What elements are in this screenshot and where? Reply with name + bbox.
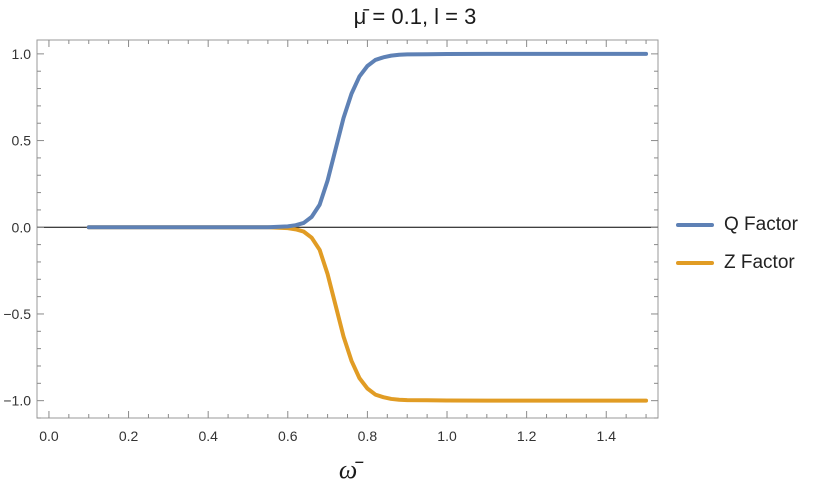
x-tick-label: 0.6 xyxy=(278,428,298,444)
legend-swatch-q-factor xyxy=(676,223,714,227)
legend-swatch-z-factor xyxy=(676,261,714,265)
y-tick-label: 0.5 xyxy=(12,133,32,149)
x-tick-label: 1.4 xyxy=(597,428,617,444)
legend-label-z-factor: Z Factor xyxy=(724,252,795,273)
legend: Q Factor Z Factor xyxy=(676,206,826,282)
legend-item-q-factor: Q Factor xyxy=(676,206,826,244)
x-tick-label: 1.0 xyxy=(437,428,457,444)
y-tick-label: 0.0 xyxy=(12,219,32,235)
x-tick-label: 0.8 xyxy=(358,428,378,444)
y-tick-label: −1.0 xyxy=(3,393,31,409)
x-axis-label: ω̄ xyxy=(338,455,358,484)
chart-title: μ̄ = 0.1, l = 3 xyxy=(353,4,477,29)
legend-label-q-factor: Q Factor xyxy=(724,214,798,235)
y-tick-label: 1.0 xyxy=(12,46,32,62)
series-line-q-factor xyxy=(86,51,649,230)
x-tick-label: 1.2 xyxy=(517,428,537,444)
legend-item-z-factor: Z Factor xyxy=(676,244,826,282)
series-line-z-factor xyxy=(86,225,649,403)
x-tick-label: 0.2 xyxy=(119,428,139,444)
y-tick-label: −0.5 xyxy=(3,306,31,322)
x-tick-label: 0.0 xyxy=(39,428,59,444)
x-tick-label: 0.4 xyxy=(198,428,218,444)
